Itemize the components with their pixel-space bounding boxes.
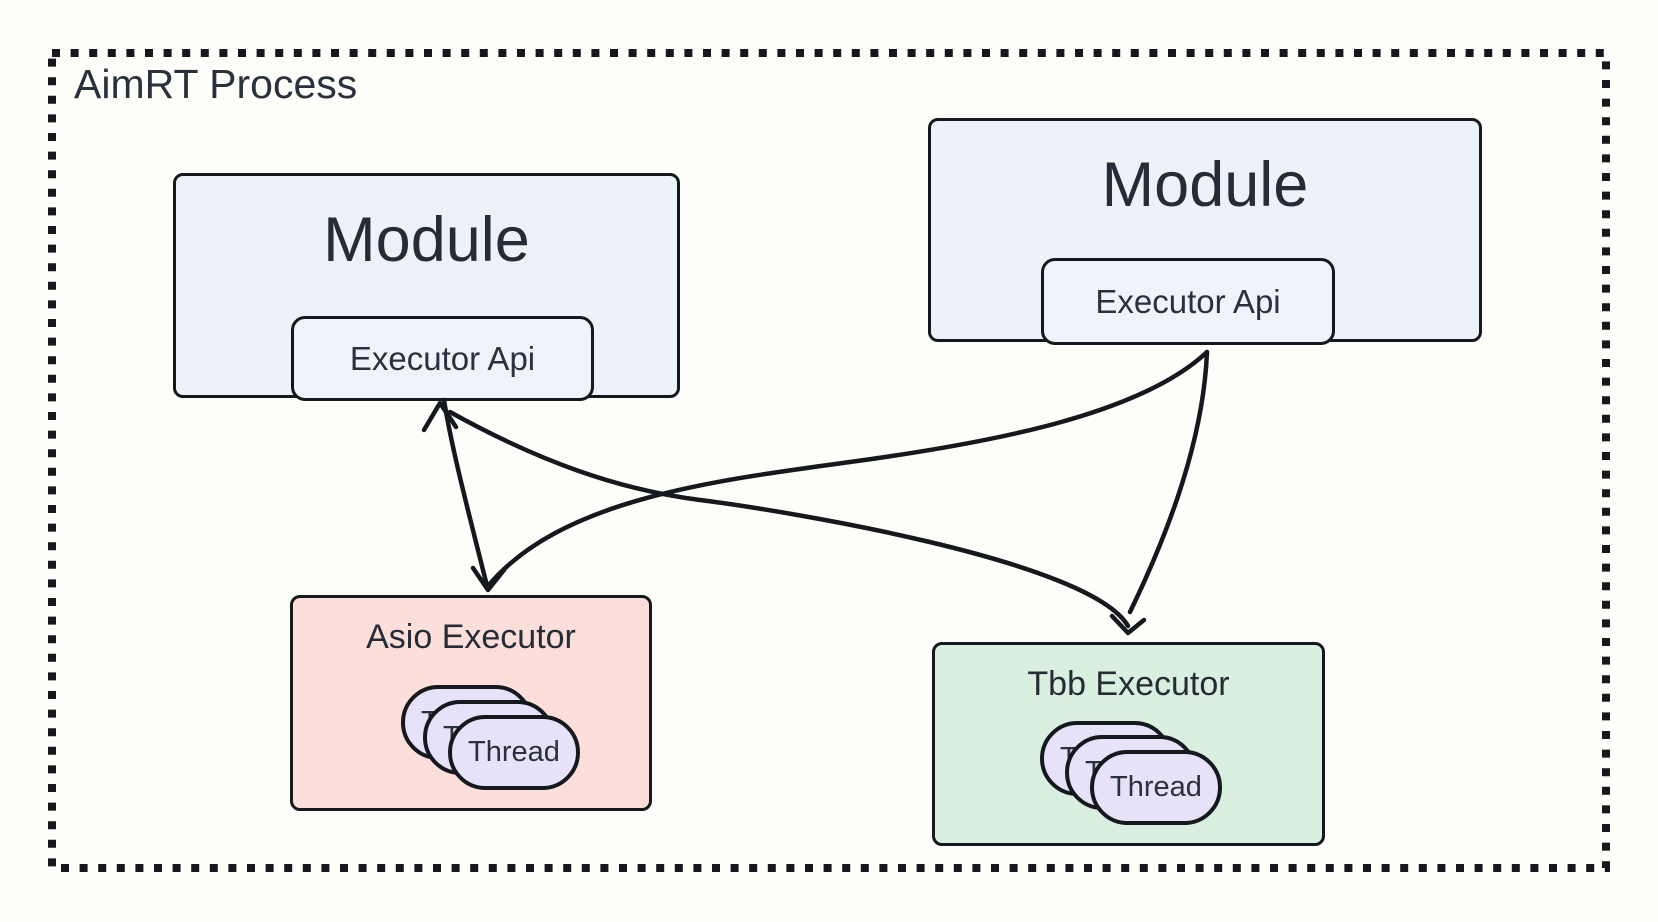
module-left-executor-api-label: Executor Api [349,339,536,377]
module-left-title: Module [323,205,530,275]
tbb-thread-label: Thread [1110,771,1202,803]
asio-thread-label: Thread [468,736,560,768]
tbb-executor-box: Tbb Executor Thread Thread Thread [932,642,1325,846]
module-right-box: Module Executor Api [928,118,1482,345]
module-right-title: Module [1101,150,1309,220]
arrow-right-api-to-tbb [1127,349,1210,615]
arrowhead-up-left-api [421,400,459,433]
tbb-thread-pill: Thread [1090,750,1222,825]
module-left-box: Module Executor Api [173,173,680,401]
module-left-executor-api-box: Executor Api [291,316,594,401]
arrow-left-api-to-tbb [447,409,1131,629]
asio-executor-title: Asio Executor [366,618,576,656]
arrowhead-down-asio [470,565,507,593]
module-right-executor-api-label: Executor Api [1095,282,1281,320]
asio-executor-box: Asio Executor Thread Thread Thread [290,595,652,811]
process-title: AimRT Process [74,61,358,107]
tbb-executor-title: Tbb Executor [1027,665,1230,703]
module-right-executor-api-box: Executor Api [1041,258,1335,345]
arrowhead-down-tbb [1109,613,1147,636]
asio-thread-pill: Thread [448,715,580,790]
arrow-left-api-to-asio [441,397,490,589]
